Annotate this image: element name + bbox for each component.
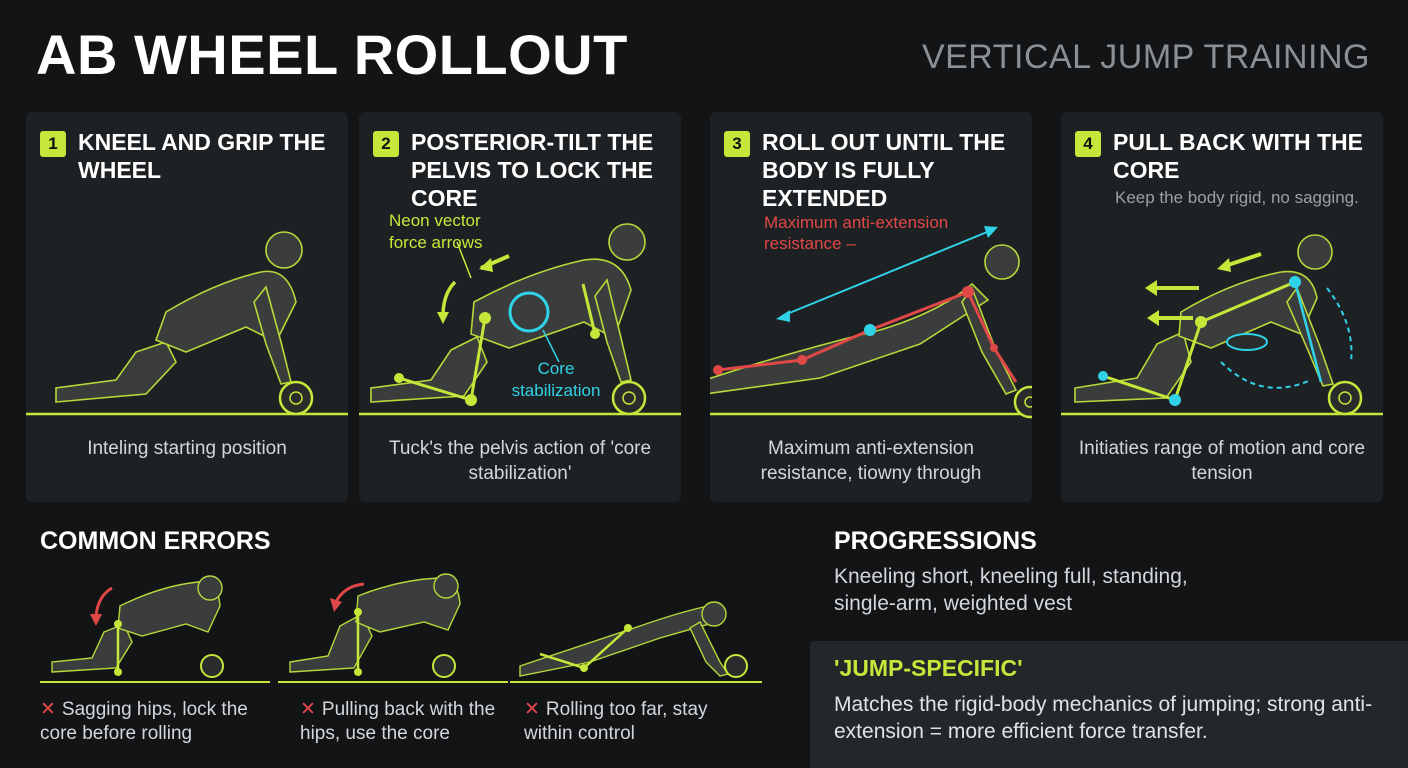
error-text: ✕Rolling too far, stay within control (524, 699, 708, 744)
core-stabilization-annotation: Core stabilization (511, 359, 601, 400)
step-number-badge: 1 (40, 131, 66, 157)
step-title: POSTERIOR-TILT THE PELVIS TO LOCK THE CO… (411, 129, 654, 211)
error-text: ✕Sagging hips, lock the core before roll… (40, 699, 248, 744)
pelvic-tilt-illustration (359, 223, 681, 416)
step-card-4: 4 PULL BACK WITH THE CORE Keep the body … (1061, 112, 1383, 502)
kneeling-figure-illustration (26, 231, 348, 416)
resistance-annotation: Maximum anti-extension resistance – (764, 213, 949, 253)
hip-pulling-illustration (278, 573, 508, 683)
step-card-2: 2 POSTERIOR-TILT THE PELVIS TO LOCK THE … (359, 112, 681, 502)
step-caption: Inteling starting position (87, 438, 287, 459)
step-title: KNEEL AND GRIP THE WHEEL (78, 129, 326, 183)
step-title: PULL BACK WITH THE CORE (1113, 129, 1364, 183)
error-item-1: ✕Sagging hips, lock the core before roll… (40, 566, 270, 766)
page-subtitle: VERTICAL JUMP TRAINING (921, 38, 1370, 76)
step-number-badge: 2 (373, 131, 399, 157)
step-note: Keep the body rigid, no sagging. (1115, 188, 1359, 207)
step-title: ROLL OUT UNTIL THE BODY IS FULLY EXTENDE… (762, 129, 1006, 211)
error-item-3: ✕Rolling too far, stay within control (510, 566, 762, 766)
step-card-3: 3 ROLL OUT UNTIL THE BODY IS FULLY EXTEN… (710, 112, 1032, 502)
error-x-icon: ✕ (300, 699, 316, 720)
error-x-icon: ✕ (40, 699, 56, 720)
jump-specific-title: 'JUMP-SPECIFIC' (834, 655, 1023, 681)
error-item-2: ✕Pulling back with the hips, use the cor… (278, 566, 508, 766)
step-number-badge: 3 (724, 131, 750, 157)
jump-specific-text: Matches the rigid-body mechanics of jump… (834, 693, 1373, 743)
step-caption: Maximum anti-extension resistance, tiown… (760, 438, 982, 484)
step-caption: Initiaties range of motion and core tens… (1078, 438, 1366, 484)
step-number-badge: 4 (1075, 131, 1101, 157)
full-extension-illustration (710, 226, 1032, 419)
over-extension-illustration (510, 601, 762, 683)
step-card-1: 1 KNEEL AND GRIP THE WHEEL Inteling star… (26, 112, 348, 502)
step-caption: Tuck's the pelvis action of 'core stabil… (388, 438, 652, 484)
force-arrows-annotation: Neon vector force arrows (389, 211, 483, 252)
error-x-icon: ✕ (524, 699, 540, 720)
progressions-title: PROGRESSIONS (834, 527, 1037, 555)
common-errors-title: COMMON ERRORS (40, 527, 271, 555)
jump-specific-panel: 'JUMP-SPECIFIC' Matches the rigid-body m… (810, 641, 1408, 768)
page-title: AB WHEEL ROLLOUT (36, 23, 628, 86)
pull-back-illustration (1061, 234, 1383, 416)
progressions-text: Kneeling short, kneeling full, standing,… (834, 565, 1188, 615)
sagging-hips-illustration (40, 575, 270, 683)
error-text: ✕Pulling back with the hips, use the cor… (300, 699, 496, 744)
